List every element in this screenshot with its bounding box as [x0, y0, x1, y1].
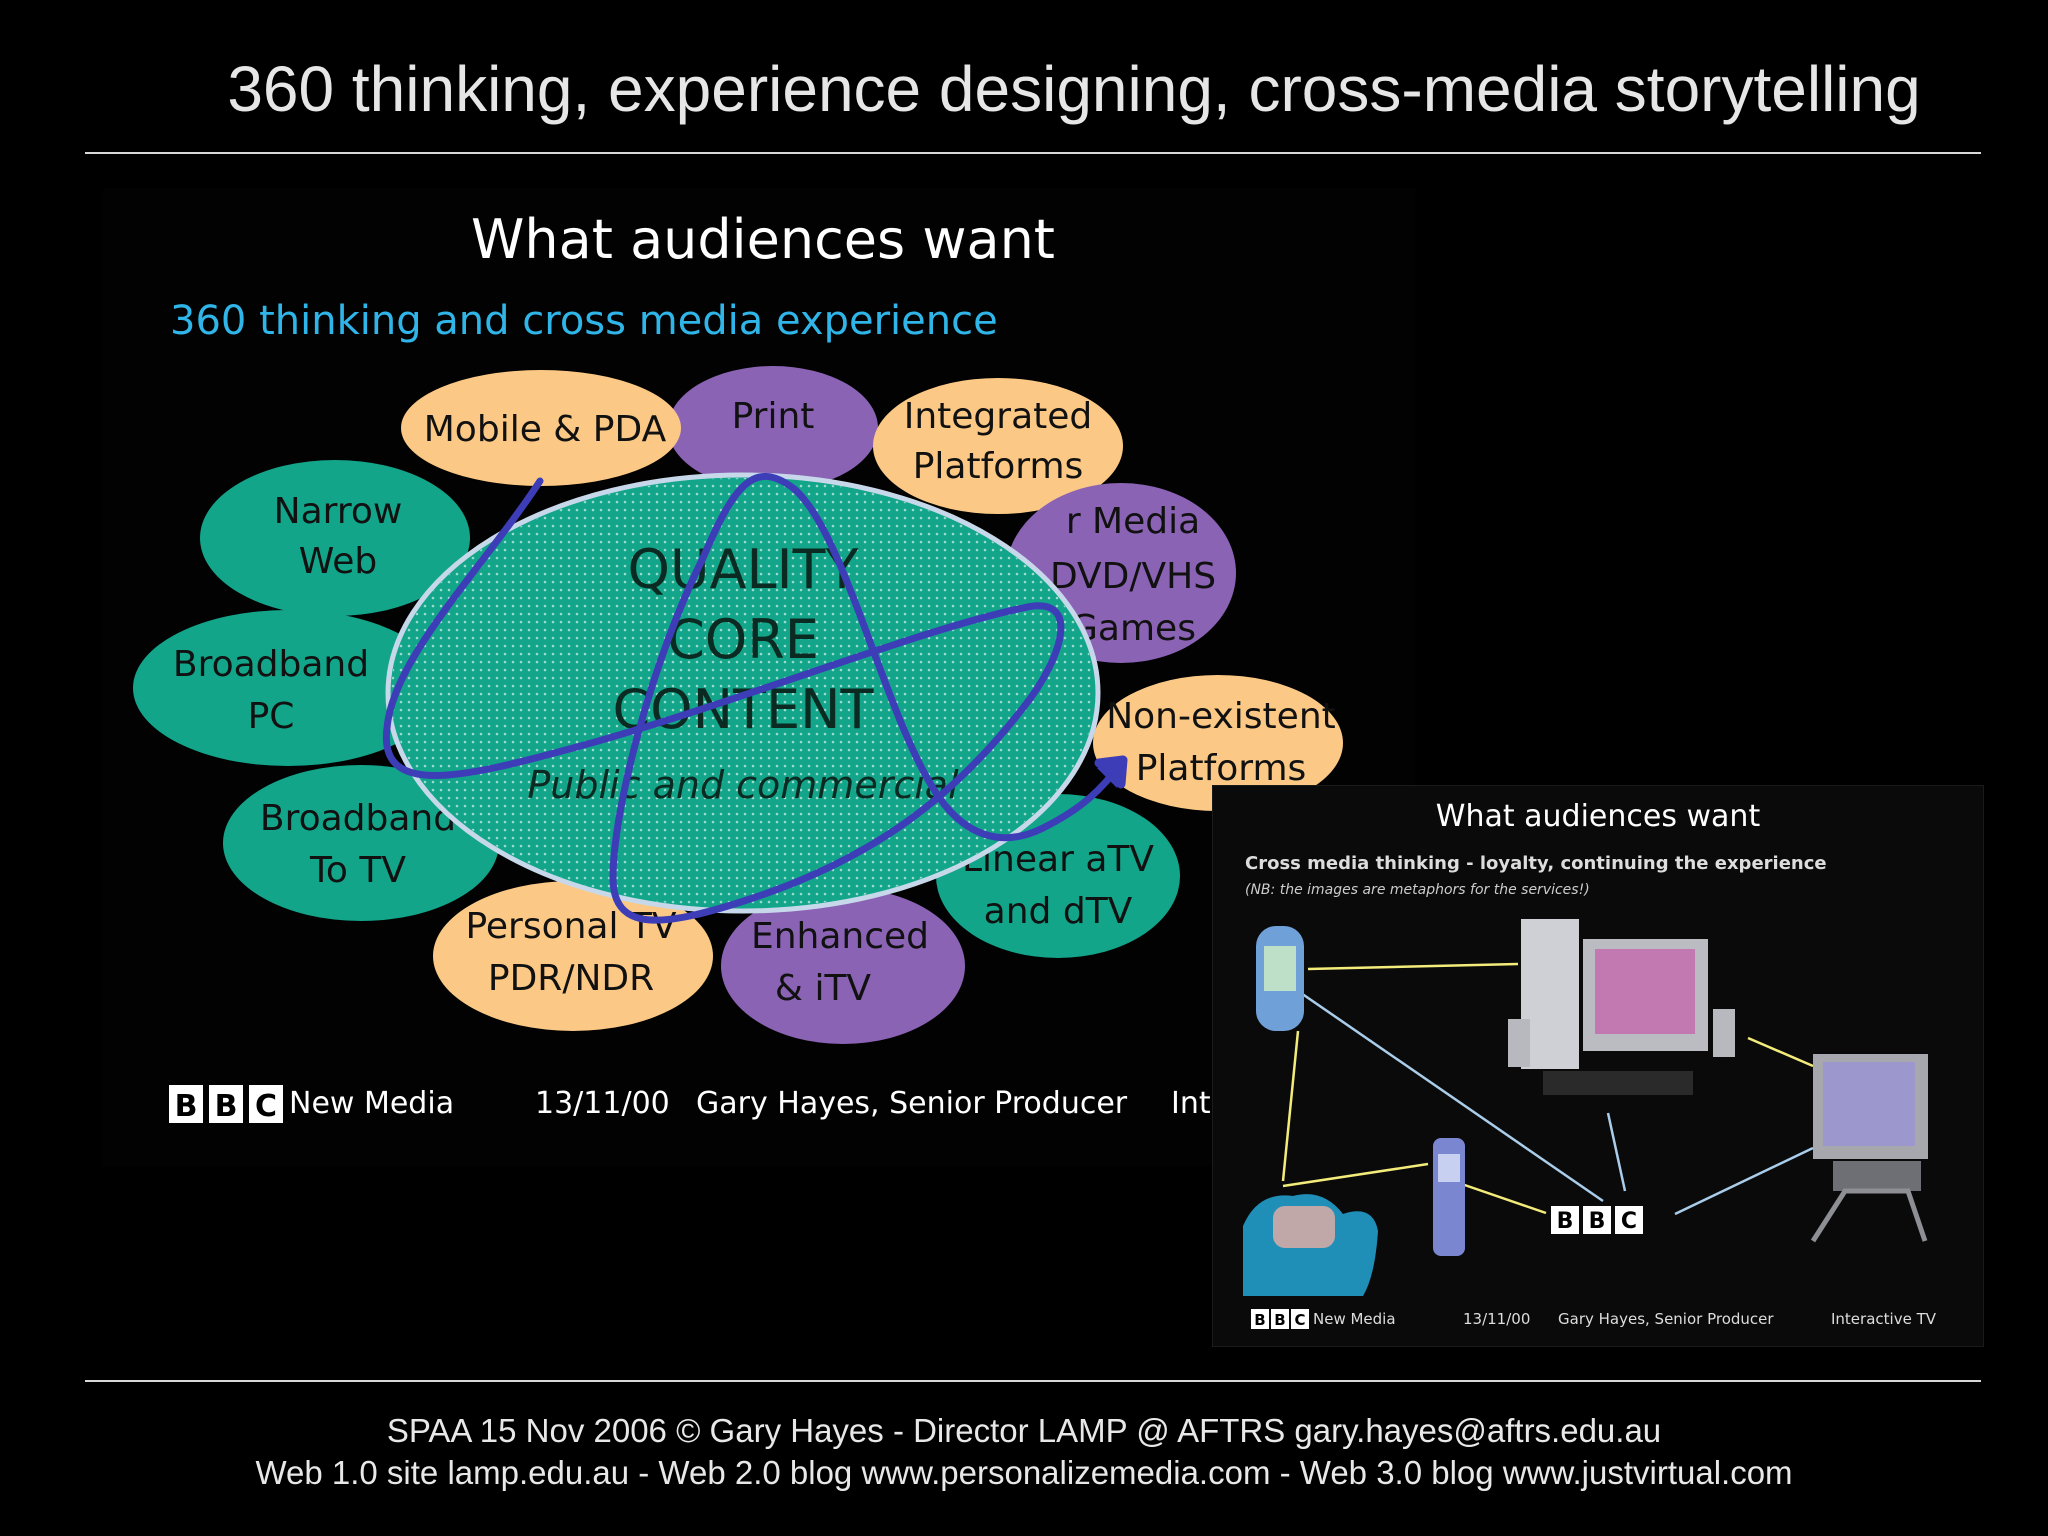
petal-bbpc-line2: PC	[248, 696, 295, 737]
main-subheading: 360 thinking and cross media experience	[170, 298, 998, 344]
bbc-logo-letter-2: B	[215, 1089, 238, 1124]
pda-icon	[1256, 926, 1304, 1031]
inset-footer-logo-letter-3: C	[1294, 1311, 1305, 1329]
inset-subheading: Cross media thinking - loyalty, continui…	[1245, 853, 1827, 874]
inset-note: (NB: the images are metaphors for the se…	[1245, 882, 1590, 898]
bbc-logo-letter-1: B	[175, 1089, 198, 1124]
main-footer: B B C New Media 13/11/00 Gary Hayes, Sen…	[169, 1085, 1211, 1124]
inset-heading: What audiences want	[1436, 799, 1761, 834]
petal-linear-line2: and dTV	[984, 891, 1133, 932]
petal-bbpc-line1: Broadband	[173, 644, 369, 685]
inset-diagram-panel: What audiences want Cross media thinking…	[1212, 785, 1984, 1347]
petal-print: Print	[668, 366, 878, 490]
inset-footer-logo-box-2	[1271, 1309, 1289, 1329]
scribble-path	[382, 473, 1125, 924]
slide-title: 360 thinking, experience designing, cros…	[227, 53, 1921, 125]
mobile-phone-icon	[1433, 1138, 1465, 1256]
connector-pda-hands	[1281, 1030, 1300, 1182]
petal-mobile-label: Mobile & PDA	[424, 409, 667, 450]
hands-device-icon	[1243, 1194, 1378, 1296]
inset-bbc-letter-3: C	[1621, 1209, 1637, 1234]
petal-integrated-line1: Integrated	[904, 396, 1093, 437]
main-diagram-svg: What audiences want 360 thinking and cro…	[133, 208, 1343, 1124]
inset-footer: B B C New Media 13/11/00 Gary Hayes, Sen…	[1251, 1309, 1937, 1329]
inset-footer-dept: New Media	[1313, 1310, 1396, 1328]
connector-computer-tv	[1747, 1036, 1814, 1068]
inset-diagram-svg: What audiences want Cross media thinking…	[1243, 799, 1937, 1329]
petal-other-line3: Games	[1070, 608, 1196, 649]
petal-other-line1: r Media	[1066, 501, 1200, 542]
petal-personal-line2: PDR/NDR	[488, 958, 654, 999]
bbc-logo-box-3	[249, 1085, 283, 1123]
inset-connectors	[1281, 962, 1814, 1216]
petal-bbtv-line2: To TV	[309, 850, 406, 891]
connector-pda-computer	[1307, 962, 1519, 971]
inset-footer-tail: Interactive TV	[1831, 1310, 1937, 1328]
petal-broadband-pc: Broadband PC	[133, 610, 443, 766]
petal-enhanced-line1: Enhanced	[751, 916, 929, 957]
core-line2: CORE	[667, 608, 819, 671]
petal-narrow-line1: Narrow	[274, 491, 403, 532]
petal-enhanced-line2: & iTV	[775, 968, 872, 1009]
connector-hands-phone	[1282, 1162, 1429, 1188]
petal-broadband-tv: Broadband To TV	[223, 765, 499, 921]
bbc-logo-letter-3: C	[255, 1089, 277, 1124]
inset-footer-logo-box-1	[1251, 1309, 1269, 1329]
main-footer-tail: Int	[1171, 1086, 1211, 1121]
inset-bbc-logo: B B C	[1551, 1206, 1643, 1234]
inset-bbc-letter-2: B	[1589, 1209, 1606, 1234]
petal-other-line2: DVD/VHS	[1050, 556, 1216, 597]
petal-narrow-web: Narrow Web	[200, 460, 470, 616]
petal-narrow-line2: Web	[299, 541, 378, 582]
petal-non-existent: Non-existent Platforms	[1093, 675, 1343, 811]
connector-pda-bbc	[1297, 989, 1604, 1203]
inset-footer-date: 13/11/00	[1463, 1310, 1530, 1328]
petal-nonexist-line2: Platforms	[1136, 748, 1307, 789]
inset-footer-author: Gary Hayes, Senior Producer	[1558, 1310, 1774, 1328]
petal-personal-line1: Personal TV	[465, 906, 676, 947]
bbc-logo-box-2	[209, 1085, 243, 1123]
core-line4: Public and commercial	[527, 763, 959, 807]
core-line3: CONTENT	[612, 678, 874, 741]
petal-nonexist-line1: Non-existent	[1106, 696, 1336, 737]
core-line1: QUALITY	[628, 538, 860, 601]
desktop-computer-icon	[1508, 919, 1735, 1095]
petal-integrated-line2: Platforms	[913, 446, 1084, 487]
top-divider	[85, 152, 1981, 154]
connector-computer-bbc	[1606, 1112, 1627, 1192]
connector-phone-bbc	[1452, 1179, 1547, 1215]
main-footer-author: Gary Hayes, Senior Producer	[696, 1086, 1128, 1121]
inset-footer-logo-letter-2: B	[1274, 1311, 1285, 1329]
footer-line-2: Web 1.0 site lamp.edu.au - Web 2.0 blog …	[255, 1454, 1793, 1491]
petal-bbtv-line1: Broadband	[260, 798, 456, 839]
footer-line-1: SPAA 15 Nov 2006 © Gary Hayes - Director…	[386, 1412, 1662, 1449]
inset-footer-logo-letter-1: B	[1254, 1311, 1265, 1329]
petal-integrated-platforms: Integrated Platforms	[873, 378, 1123, 514]
inset-bbc-letter-1: B	[1557, 1209, 1574, 1234]
petal-print-label: Print	[732, 396, 815, 437]
connector-bbc-tv	[1674, 1146, 1814, 1216]
bbc-logo-box-1	[169, 1085, 203, 1123]
main-diagram-panel: What audiences want 360 thinking and cro…	[103, 188, 1415, 1166]
scribble-arrow-tip	[1097, 756, 1125, 788]
inset-footer-logo-box-3	[1291, 1309, 1309, 1329]
television-icon	[1810, 1054, 1928, 1243]
main-footer-date: 13/11/00	[535, 1086, 670, 1121]
main-footer-dept: New Media	[289, 1086, 454, 1121]
main-heading: What audiences want	[471, 208, 1055, 271]
bottom-divider	[85, 1380, 1981, 1382]
petal-enhanced-itv: Enhanced & iTV	[721, 888, 965, 1044]
petal-mobile-pda: Mobile & PDA	[401, 370, 681, 486]
